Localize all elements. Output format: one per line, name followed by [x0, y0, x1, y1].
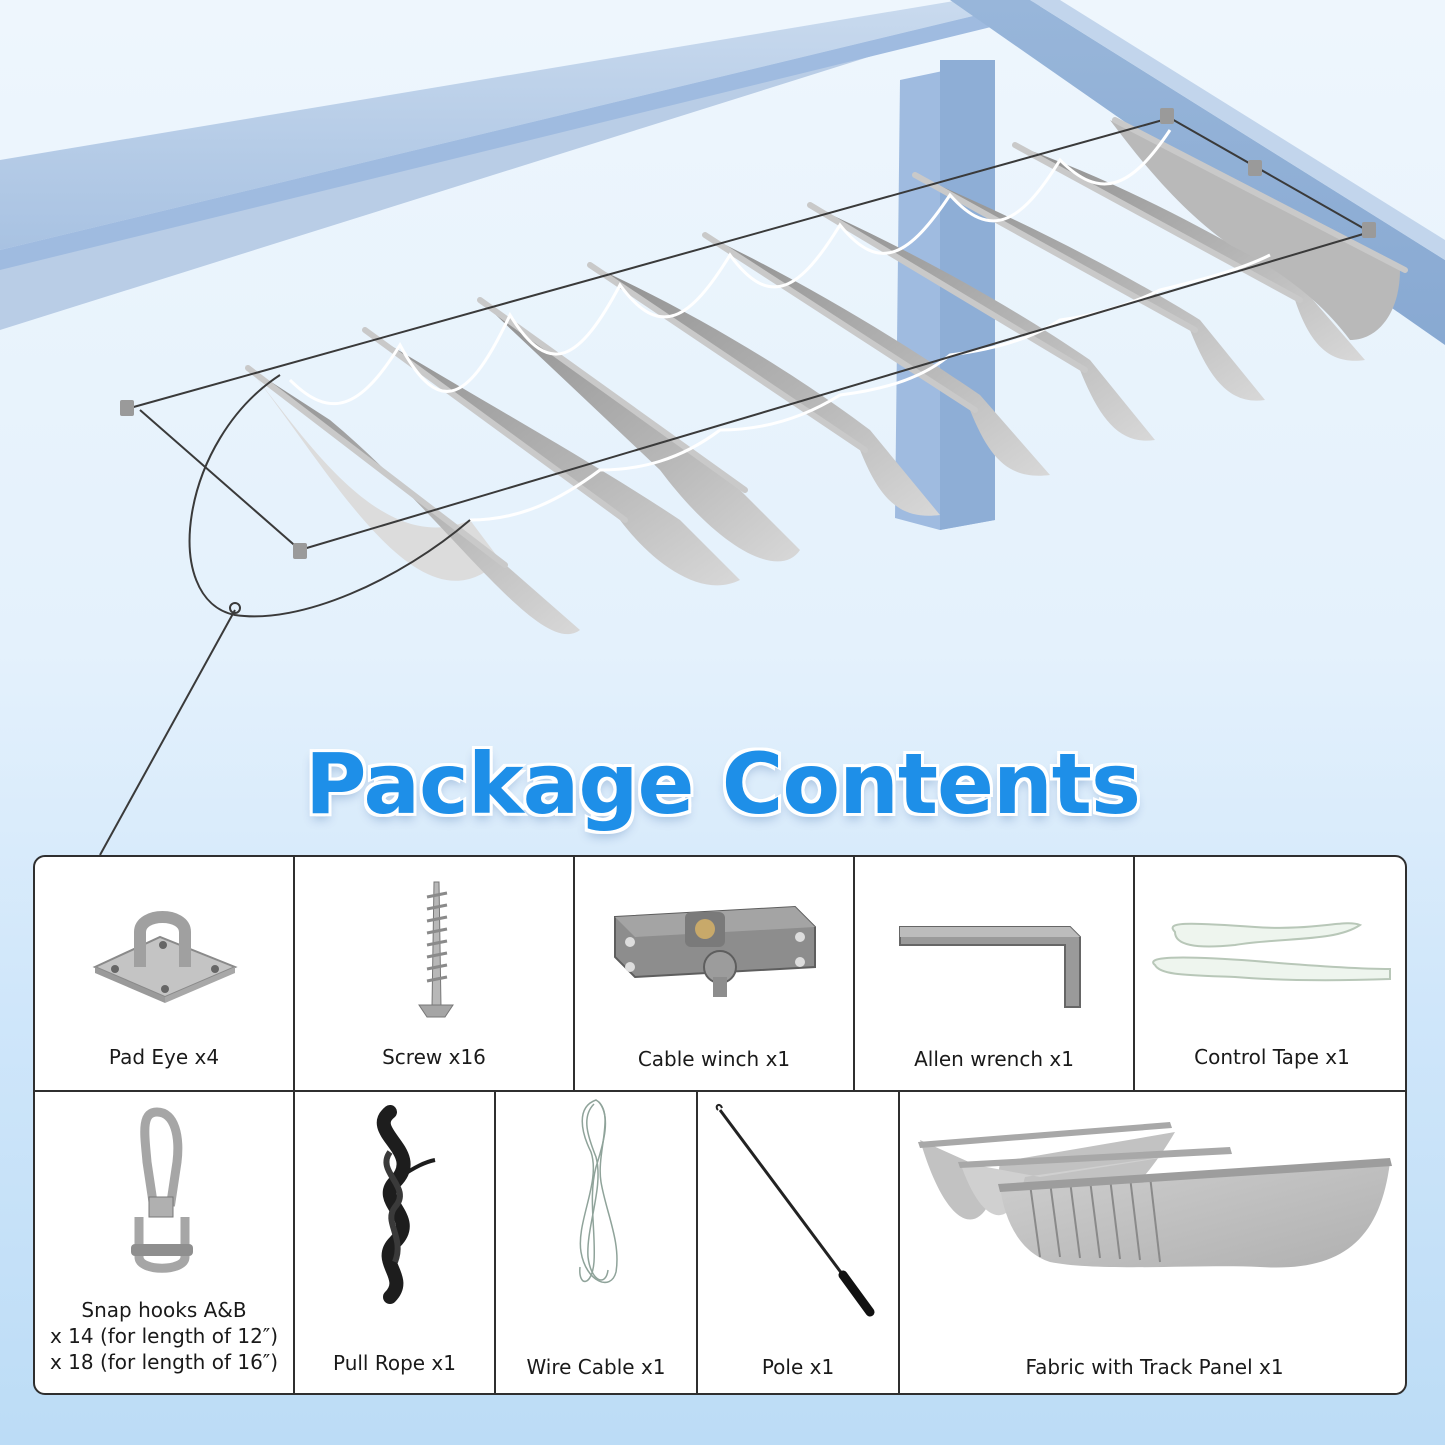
item-fabric-track-panel: Fabric with Track Panel x1 [898, 1090, 1405, 1393]
control-tape-icon [1152, 922, 1391, 982]
snap-hooks-label-line-2: x 14 (for length of 12″) [49, 1324, 279, 1348]
item-label: Screw x16 [382, 1045, 486, 1069]
item-label: Pad Eye x4 [108, 1045, 220, 1069]
item-label: Pole x1 [761, 1355, 835, 1379]
cable-winch-icon [614, 905, 816, 997]
pull-rope-icon [376, 1105, 436, 1304]
pergola-shade-illustration [0, 0, 1445, 856]
snap-hooks-label-line-1: Snap hooks A&B [81, 1298, 247, 1322]
item-pole: Pole x1 [696, 1090, 898, 1393]
snap-hooks-label-line-3: x 18 (for length of 16″) [49, 1350, 279, 1374]
item-label: Pull Rope x1 [332, 1351, 456, 1375]
snap-hook-icon [131, 1107, 193, 1273]
item-label: Control Tape x1 [1194, 1045, 1350, 1069]
item-snap-hooks: Snap hooks A&B x 14 (for length of 12″) … [35, 1090, 293, 1393]
item-wire-cable: Wire Cable x1 [494, 1090, 696, 1393]
fabric-track-panel-icon [918, 1122, 1392, 1268]
item-screw: Screw x16 [293, 857, 573, 1090]
item-allen-wrench: Allen wrench x1 [853, 857, 1133, 1090]
item-label: Cable winch x1 [637, 1047, 791, 1071]
screw-icon [418, 881, 454, 1018]
package-contents-grid: Pad Eye x4 Screw x16 Cable winch x1 [33, 855, 1407, 1395]
item-control-tape: Control Tape x1 [1133, 857, 1405, 1090]
item-label: Snap hooks A&B x 14 (for length of 12″) … [35, 1297, 293, 1375]
wave-fabric-panels [99, 108, 1408, 856]
item-pull-rope: Pull Rope x1 [293, 1090, 494, 1393]
item-label: Wire Cable x1 [526, 1355, 666, 1379]
item-pad-eye: Pad Eye x4 [35, 857, 293, 1090]
item-label: Fabric with Track Panel x1 [1025, 1355, 1284, 1379]
allen-wrench-icon [899, 926, 1081, 1008]
item-label: Allen wrench x1 [914, 1047, 1074, 1071]
wire-cable-icon [579, 1099, 618, 1284]
item-cable-winch: Cable winch x1 [573, 857, 853, 1090]
pole-icon [715, 1103, 875, 1317]
package-contents-heading: Package Contents [305, 735, 1141, 833]
pad-eye-icon [92, 911, 238, 1003]
